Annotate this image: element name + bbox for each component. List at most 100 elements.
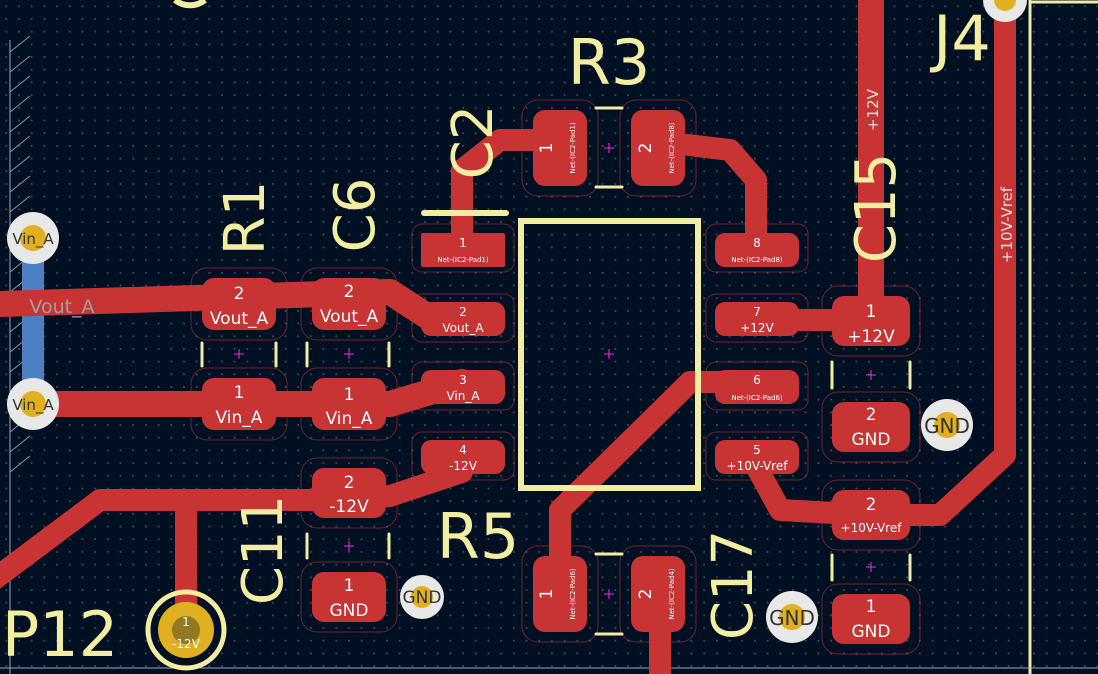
ic2-pad-2-net: Vout_A	[442, 321, 484, 335]
ic2-pad-4-net: -12V	[449, 459, 478, 473]
ic2-pad-6-number: 6	[753, 373, 761, 387]
footprint-p12[interactable]: P12 1 -12V	[2, 589, 227, 671]
ic2-pad-7[interactable]	[715, 302, 799, 336]
via-label: Vin_A	[12, 230, 54, 249]
r5-pad-1[interactable]	[533, 556, 587, 632]
footprint-c17[interactable]: 2 +10V-Vref 1 GND C17	[701, 479, 921, 655]
via-label: GND	[924, 414, 970, 438]
via-vin-a-top[interactable]: Vin_A	[7, 212, 59, 264]
c6-reference: C6	[323, 178, 388, 253]
r1-pad-1-net: Vin_A	[216, 408, 263, 428]
r1-pad-1-number: 1	[234, 383, 245, 403]
r1-pad-2[interactable]	[202, 278, 276, 330]
ic2-pad-3-net: Vin_A	[446, 389, 480, 403]
p12-pad-net: -12V	[172, 637, 201, 651]
ic2-pad-6-net: Net-(IC2-Pad6)	[731, 394, 783, 402]
track-ic2-pad1[interactable]	[451, 129, 559, 255]
via-gnd-c17[interactable]: GND	[766, 591, 818, 643]
c11-pad-2-net: -12V	[329, 497, 369, 517]
r5-reference: R5	[437, 500, 520, 573]
footprint-c11[interactable]: 2 -12V 1 GND C11	[231, 457, 398, 633]
track-label-vref: +10V-Vref	[998, 186, 1016, 263]
c17-reference: C17	[701, 530, 766, 640]
c11-pad-1-net: GND	[330, 601, 369, 621]
r3-pad-1-net: Net-(IC2-Pad1)	[569, 122, 577, 174]
ic2-pad-5[interactable]	[715, 440, 799, 474]
r5-pad-2[interactable]	[631, 556, 685, 632]
c15-pad-1-net: +12V	[847, 327, 895, 347]
r1-pad-1[interactable]	[202, 378, 276, 430]
ic2-pad-1-number: 1	[459, 236, 467, 250]
ic2-pad-4[interactable]	[421, 440, 505, 474]
track-ic2-pad8[interactable]	[635, 129, 767, 255]
r5-pad-1-number: 1	[537, 589, 557, 600]
c6-pad-2-net: Vout_A	[320, 307, 379, 327]
j4-outline	[1028, 0, 1098, 674]
ic2-pad-7-number: 7	[753, 305, 761, 319]
c2-reference: C2	[441, 105, 506, 180]
c15-reference: C15	[844, 153, 909, 263]
r3-pad-2-number: 2	[636, 143, 656, 154]
ic2-pad-3[interactable]	[421, 370, 505, 404]
r5-pad-1-net: Net-(IC2-Pad6)	[569, 568, 577, 620]
r3-pad-1[interactable]	[533, 110, 587, 186]
via-partial-top-right-drill	[994, 0, 1016, 11]
via-label: Vin_A	[12, 396, 54, 415]
ic2-pad-6[interactable]	[715, 370, 799, 404]
c11-pad-1[interactable]	[312, 572, 386, 622]
ic2-pad-1[interactable]	[421, 233, 505, 267]
via-label: GND	[403, 588, 442, 608]
ic2-pad-2-number: 2	[459, 305, 467, 319]
via-gnd-c11[interactable]: GND	[400, 575, 444, 619]
ic2-pad-1-net: Net-(IC2-Pad1)	[437, 256, 489, 264]
r3-pad-2-net: Net-(IC2-Pad8)	[668, 122, 676, 174]
c17-pad-2[interactable]	[832, 490, 910, 540]
r3-pad-2[interactable]	[631, 110, 685, 186]
c15-pad-2-net: GND	[852, 430, 891, 450]
ic2-pad-4-number: 4	[459, 443, 467, 457]
r3-pad-1-number: 1	[537, 143, 557, 154]
c6-pad-2-number: 2	[344, 282, 355, 302]
ic2-pad-3-number: 3	[459, 373, 467, 387]
c17-pad-2-net: +10V-Vref	[841, 521, 903, 535]
c6-pad-1[interactable]	[312, 378, 386, 430]
ic2-pad-2[interactable]	[421, 302, 505, 336]
footprint-ic2[interactable]: 1 Net-(IC2-Pad1) 2 Vout_A 3 Vin_A 4 -12V…	[411, 218, 809, 491]
ic2-pad-8[interactable]	[715, 233, 799, 267]
footprint-r5[interactable]: 1 Net-(IC2-Pad6) 2 Net-(IC2-Pad4) R5	[437, 500, 697, 643]
c15-pad-1[interactable]	[832, 296, 910, 346]
c17-pad-1[interactable]	[832, 594, 910, 644]
c17-pad-2-number: 2	[866, 495, 877, 515]
footprint-r3[interactable]: 1 Net-(IC2-Pad1) 2 Net-(IC2-Pad8) R3	[521, 26, 697, 197]
r1-reference: R1	[213, 181, 278, 256]
ic2-body-outline	[518, 218, 701, 491]
ic2-pad-5-net: +10V-Vref	[727, 459, 789, 473]
footprint-c6[interactable]: 2 Vout_A 1 Vin_A C6	[300, 178, 398, 441]
c17-pad-1-number: 1	[866, 597, 877, 617]
via-gnd-c15[interactable]: GND	[921, 399, 973, 451]
c11-pad-2-number: 2	[344, 473, 355, 493]
footprint-c15[interactable]: 1 +12V 2 GND C15	[821, 153, 921, 463]
track-label-plus12v: +12V	[864, 88, 882, 131]
c15-pad-2[interactable]	[832, 402, 910, 452]
p12-pad-1[interactable]	[158, 602, 214, 658]
c15-pad-2-number: 2	[866, 405, 877, 425]
ic2-pad-8-net: Net-(IC2-Pad8)	[731, 256, 783, 264]
c11-pad-2[interactable]	[312, 468, 386, 518]
r1-pad-2-net: Vout_A	[210, 309, 269, 329]
track-label-vout-a: Vout_A	[29, 296, 94, 318]
c6-pad-2[interactable]	[312, 278, 386, 330]
via-vin-a-bottom[interactable]: Vin_A	[7, 378, 59, 430]
p12-reference: P12	[2, 598, 118, 671]
c15-pad-1-number: 1	[866, 302, 877, 322]
c6-pad-1-number: 1	[344, 385, 355, 405]
partial-silk-top	[173, 0, 207, 9]
p12-pad-number: 1	[182, 615, 190, 629]
r5-pad-2-net: Net-(IC2-Pad4)	[668, 568, 676, 620]
footprint-r1[interactable]: 2 Vout_A 1 Vin_A R1	[190, 181, 288, 441]
j4-reference: J4	[929, 2, 991, 75]
r5-pad-2-number: 2	[636, 589, 656, 600]
ic2-pad-7-net: +12V	[740, 321, 774, 335]
